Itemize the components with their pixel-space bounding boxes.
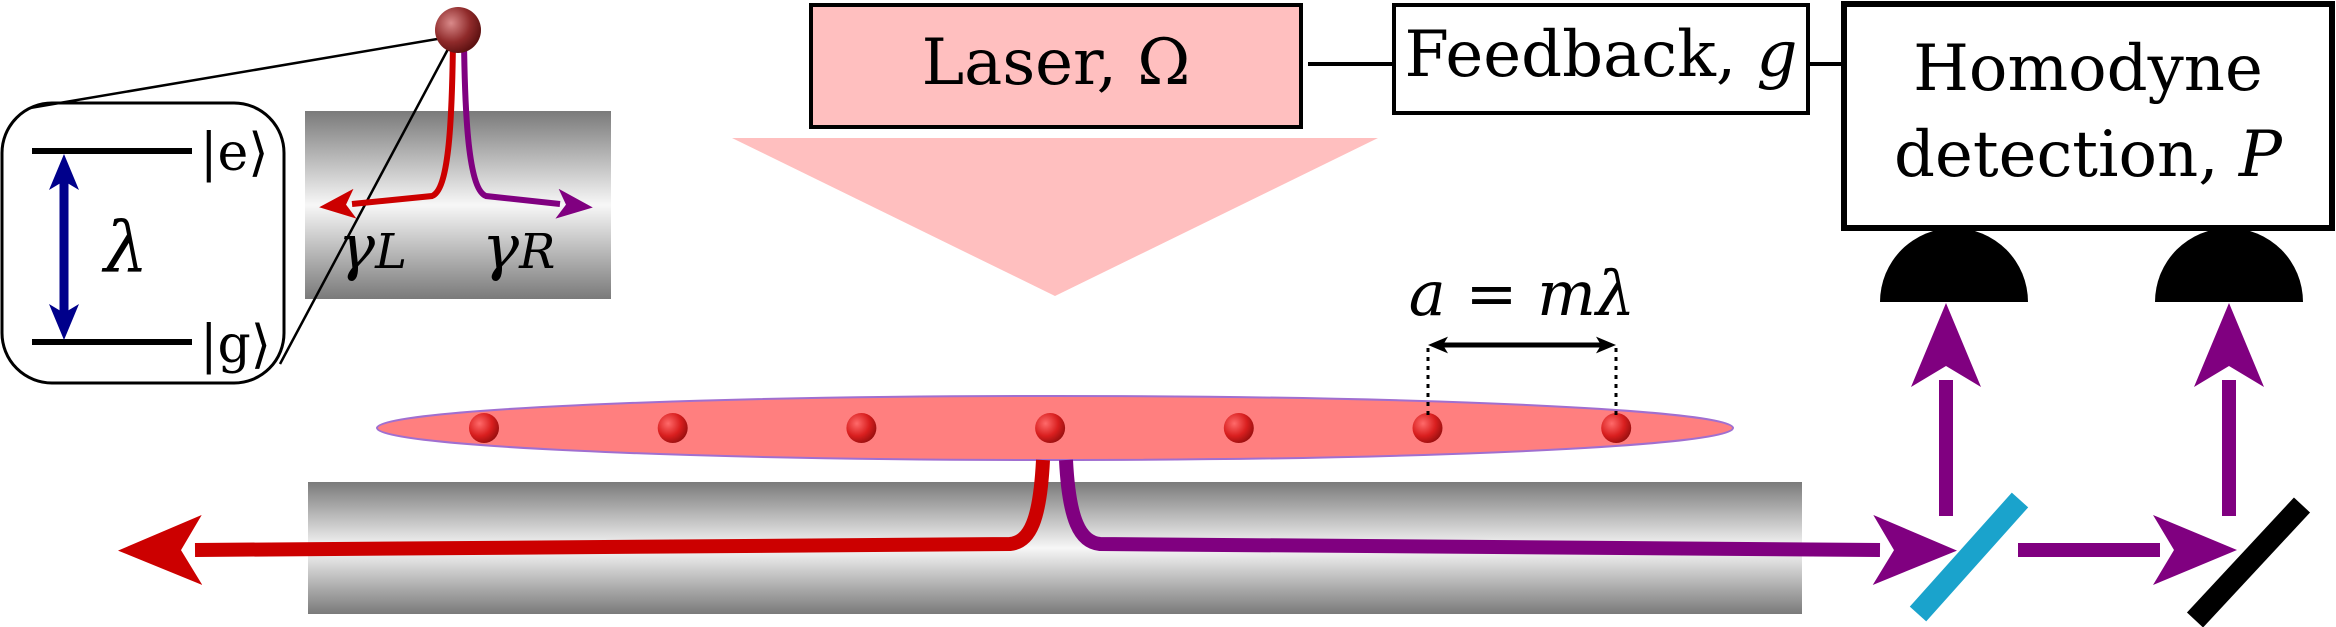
atom — [1412, 413, 1443, 443]
atom — [1223, 413, 1254, 443]
wavelength-label: λ — [101, 207, 148, 289]
atom — [469, 413, 499, 443]
gamma-right-label: γR — [482, 210, 555, 283]
gamma-right-arrow — [461, 39, 593, 219]
laser-box — [809, 3, 1303, 129]
homodyne-box — [1841, 1, 2335, 231]
right-emission-arrow — [1059, 459, 1957, 585]
zoom-line-top — [29, 34, 456, 110]
atom — [1035, 413, 1066, 443]
feedback-box — [1392, 3, 1810, 115]
atom — [657, 413, 688, 443]
excited-state-label: |e⟩ — [200, 123, 269, 183]
feedback-label: Feedback, g — [1404, 18, 1797, 92]
atom — [846, 413, 877, 443]
inset-atom — [435, 7, 481, 53]
left-emission-arrow — [118, 459, 1050, 585]
laser-beam — [732, 138, 1378, 296]
detector-left — [1880, 228, 2028, 302]
gamma-left-arrow — [319, 39, 456, 219]
beamsplitter — [1909, 492, 2029, 622]
homodyne-label-line2: detection, P — [1894, 118, 2283, 192]
gamma-left-label: γL — [338, 210, 407, 283]
ground-state-label: |g⟩ — [200, 315, 271, 375]
homodyne-label-line1: Homodyne — [1913, 32, 2263, 106]
atom — [1601, 413, 1632, 443]
detector-right — [2155, 228, 2303, 302]
atom-chain — [469, 413, 1632, 443]
spacing-label: a = mλ — [1409, 257, 1635, 330]
mirror — [2186, 497, 2311, 627]
laser-label: Laser, Ω — [922, 26, 1191, 100]
